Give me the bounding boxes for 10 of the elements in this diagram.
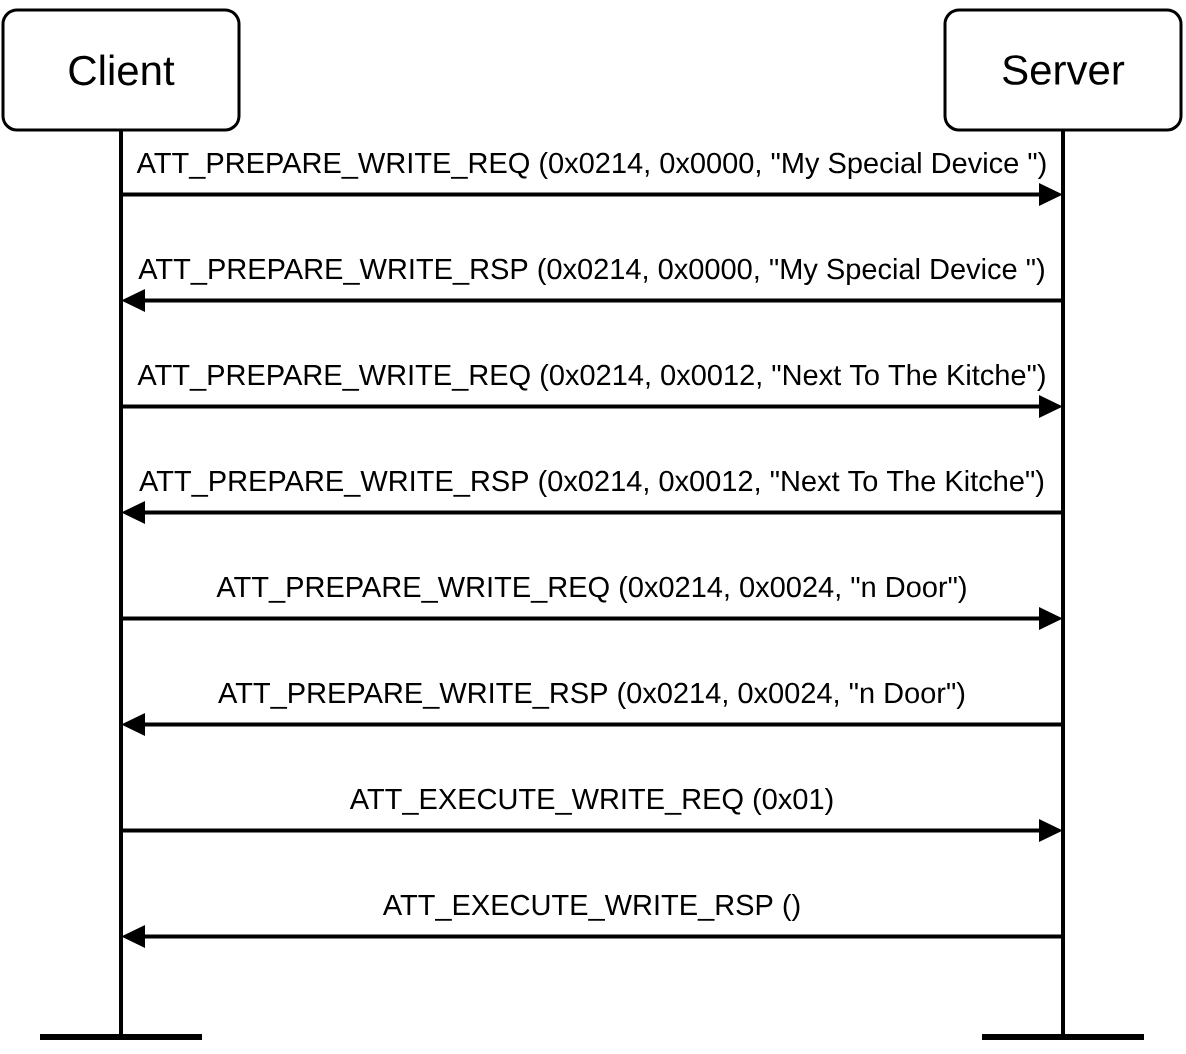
participant-box: Client: [1, 8, 241, 132]
edge-label: ATT_PREPARE_WRITE_REQ (0x0214, 0x0024, "n Door"): [216, 576, 966, 603]
edge-label: ATT_EXECUTE_WRITE_RSP (): [382, 894, 800, 921]
edge-label: ATT_PREPARE_WRITE_RSP (0x0214, 0x0012, "Next To The Kitche"): [139, 470, 1044, 497]
edge-label: ATT_PREPARE_WRITE_REQ (0x0214, 0x0012, "Next To The Kitche"): [137, 364, 1045, 391]
edge-label: ATT_PREPARE_WRITE_RSP (0x0214, 0x0024, "n Door"): [218, 682, 965, 709]
edge-label: ATT_PREPARE_WRITE_REQ (0x0214, 0x0000, "My Special Device "): [136, 152, 1046, 179]
edge-label: ATT_EXECUTE_WRITE_REQ (0x01): [349, 788, 833, 815]
participant-box: Server: [943, 8, 1183, 132]
edge-label: ATT_PREPARE_WRITE_RSP (0x0214, 0x0000, "My Special Device "): [138, 258, 1044, 285]
